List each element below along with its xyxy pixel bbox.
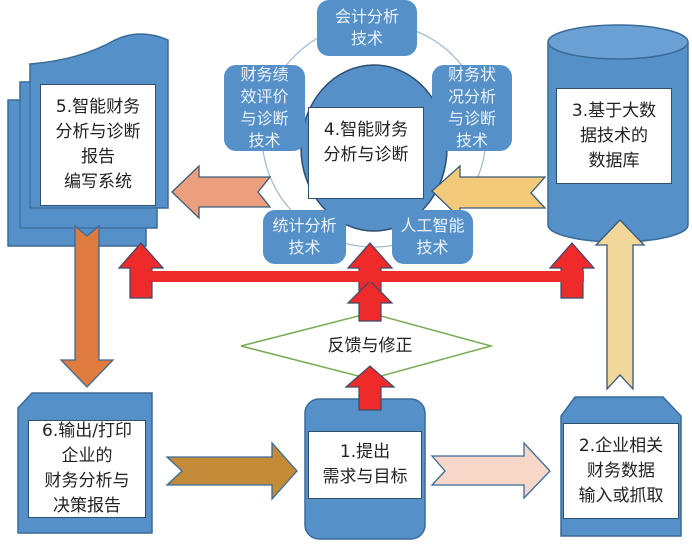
step6-label: 6.输出/打印 企业的 财务分析与 决策报告 (28, 420, 146, 518)
technique-statistical-analysis: 统计分析 技术 (263, 210, 346, 264)
arrow-step5-to-step6 (59, 224, 115, 388)
arrow-step2-to-step3 (594, 219, 646, 391)
technique-financial-condition-analysis: 财务状 况分析 与诊断 技术 (432, 65, 512, 151)
technique-artificial-intelligence: 人工智能 技术 (392, 210, 473, 264)
arrow-step1-to-step2 (430, 441, 551, 500)
arrow-feedback-to-step3 (548, 242, 596, 299)
arrow-feedback-to-step5 (117, 242, 165, 299)
step4-label: 4.智能财务 分析与诊断 (308, 107, 424, 199)
arrow-step1-to-feedback-top (346, 280, 394, 322)
technique-performance-evaluation: 财务绩 效评价 与诊断 技术 (224, 65, 305, 151)
feedback-arrows (117, 242, 596, 411)
feedback-label: 反馈与修正 (327, 335, 413, 356)
arrow-step1-to-feedback (344, 365, 396, 411)
step3-label: 3.基于大数 据技术的 数据库 (556, 88, 672, 184)
feedback-diamond (240, 312, 494, 380)
arrow-step6-to-step1 (165, 441, 298, 501)
step1-label: 1.提出 需求与目标 (308, 431, 422, 499)
step5-label: 5.智能财务 分析与诊断 报告 编写系统 (40, 84, 156, 206)
technique-accounting-analysis: 会计分析 技术 (317, 0, 417, 56)
arrow-step4-to-step5 (171, 164, 272, 220)
step2-label: 2.企业相关 财务数据 输入或抓取 (563, 423, 679, 519)
